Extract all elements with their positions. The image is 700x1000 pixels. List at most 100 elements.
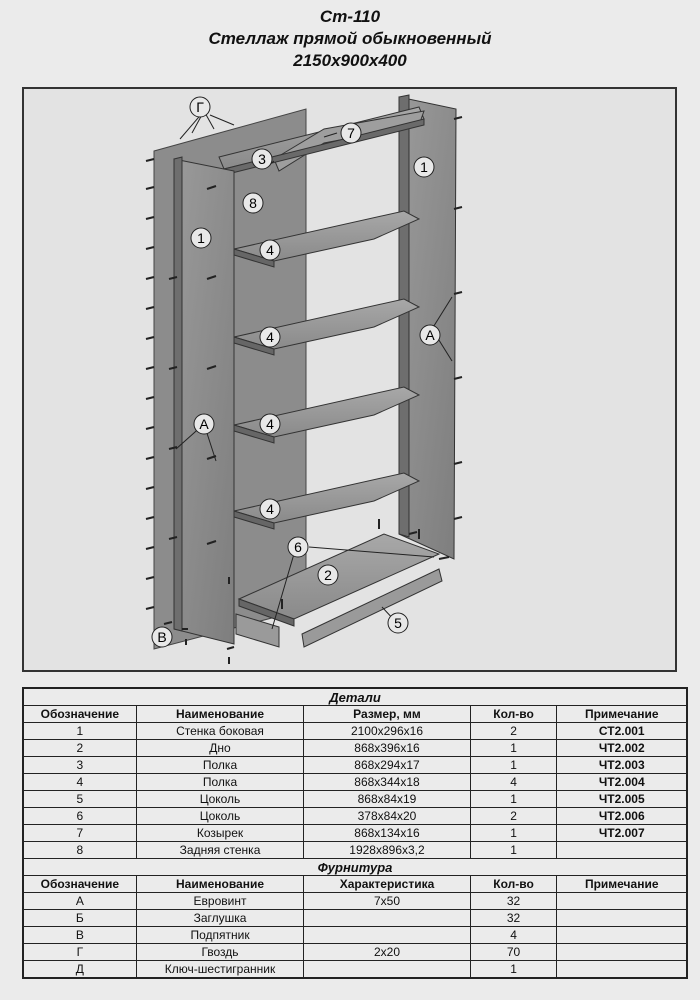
column-header: Обозначение xyxy=(22,875,137,893)
table-cell xyxy=(556,960,688,979)
svg-text:6: 6 xyxy=(294,539,302,555)
table-cell: 2 xyxy=(22,739,137,757)
right-side-panel-edge xyxy=(398,94,410,538)
assembly-diagram: Г 7 3 1 8 1 4 4 А А 4 4 6 2 5 В xyxy=(145,94,463,664)
svg-text:А: А xyxy=(425,327,435,343)
table-cell: 1 xyxy=(469,756,558,774)
table-cell: ЧТ2.005 xyxy=(556,790,688,808)
callout-4-b: 4 xyxy=(259,326,281,348)
table-cell: 70 xyxy=(469,943,558,961)
table-cell xyxy=(303,926,471,944)
table-cell: Г xyxy=(22,943,137,961)
table-cell: 1 xyxy=(469,739,558,757)
table-cell: 1 xyxy=(469,960,558,979)
table-cell: 32 xyxy=(469,909,558,927)
table-cell: А xyxy=(22,892,137,910)
table-cell: 378х84х20 xyxy=(303,807,471,825)
callout-4-a: 4 xyxy=(259,239,281,261)
product-code: Ст-110 xyxy=(319,7,381,26)
side-plinth xyxy=(235,613,280,648)
table-cell: ЧТ2.007 xyxy=(556,824,688,842)
assembly-drawing: Г 7 3 1 8 1 4 4 А А 4 4 6 2 5 В xyxy=(22,87,677,672)
table-cell xyxy=(303,960,471,979)
svg-text:8: 8 xyxy=(249,195,257,211)
svg-text:5: 5 xyxy=(394,615,402,631)
callout-v: В xyxy=(151,626,173,648)
table-cell: 2100х296х16 xyxy=(303,722,471,740)
svg-text:1: 1 xyxy=(420,159,428,175)
table-cell xyxy=(556,841,688,859)
hardware-section-header: Фурнитура xyxy=(22,858,688,876)
callout-4-d: 4 xyxy=(259,498,281,520)
details-section-header: Детали xyxy=(22,687,688,706)
table-cell: 868х294х17 xyxy=(303,756,471,774)
svg-text:4: 4 xyxy=(266,501,274,517)
table-cell: 1 xyxy=(469,790,558,808)
svg-text:Г: Г xyxy=(196,99,204,115)
table-cell: Дно xyxy=(135,739,305,757)
table-cell: 2 xyxy=(469,807,558,825)
details-section-title: Детали xyxy=(22,687,688,706)
table-cell xyxy=(303,909,471,927)
svg-text:4: 4 xyxy=(266,416,274,432)
callout-a-left: А xyxy=(193,413,215,435)
front-plinth xyxy=(301,568,443,648)
callout-1-right: 1 xyxy=(413,156,435,178)
callout-1-left: 1 xyxy=(190,227,212,249)
callout-2: 2 xyxy=(317,564,339,586)
table-cell: Евровинт xyxy=(135,892,305,910)
column-header: Размер, мм xyxy=(303,705,471,723)
fastener-marks xyxy=(145,116,463,664)
table-cell: Заглушка xyxy=(135,909,305,927)
svg-text:3: 3 xyxy=(258,151,266,167)
product-name: Стеллаж прямой обыкновенный xyxy=(208,29,492,48)
table-cell: 1 xyxy=(469,841,558,859)
table-cell: Цоколь xyxy=(135,790,305,808)
svg-text:4: 4 xyxy=(266,242,274,258)
callouts: Г 7 3 1 8 1 4 4 А А 4 4 6 2 5 В xyxy=(151,96,441,648)
callout-5: 5 xyxy=(387,612,409,634)
table-cell: Полка xyxy=(135,756,305,774)
svg-text:4: 4 xyxy=(266,329,274,345)
table-cell xyxy=(556,909,688,927)
table-cell: Ключ-шестигранник xyxy=(135,960,305,979)
column-header: Кол-во xyxy=(469,875,558,893)
svg-text:2: 2 xyxy=(324,567,332,583)
table-cell: 1 xyxy=(22,722,137,740)
table-cell: 7 xyxy=(22,824,137,842)
table-cell: 868х134х16 xyxy=(303,824,471,842)
table-cell: Задняя стенка xyxy=(135,841,305,859)
table-cell: 1928х896х3,2 xyxy=(303,841,471,859)
callout-8: 8 xyxy=(242,192,264,214)
table-cell: В xyxy=(22,926,137,944)
column-header: Характеристика xyxy=(303,875,471,893)
table-cell: 4 xyxy=(22,773,137,791)
table-cell: Козырек xyxy=(135,824,305,842)
table-cell: 7х50 xyxy=(303,892,471,910)
svg-text:В: В xyxy=(157,629,166,645)
table-cell xyxy=(556,892,688,910)
column-header: Наименование xyxy=(135,705,305,723)
table-cell: 4 xyxy=(469,773,558,791)
product-dimensions: 2150х900х400 xyxy=(293,51,407,70)
table-cell: 868х344х18 xyxy=(303,773,471,791)
table-cell: СТ2.001 xyxy=(556,722,688,740)
table-cell: ЧТ2.002 xyxy=(556,739,688,757)
callout-7: 7 xyxy=(340,122,362,144)
table-cell: Гвоздь xyxy=(135,943,305,961)
hardware-section-title: Фурнитура xyxy=(22,858,688,876)
table-cell: 5 xyxy=(22,790,137,808)
title-block: Ст-110 Стеллаж прямой обыкновенный 2150х… xyxy=(0,0,700,72)
svg-text:7: 7 xyxy=(347,125,355,141)
callout-6: 6 xyxy=(287,536,309,558)
table-cell: 4 xyxy=(469,926,558,944)
table-cell: 2 xyxy=(469,722,558,740)
